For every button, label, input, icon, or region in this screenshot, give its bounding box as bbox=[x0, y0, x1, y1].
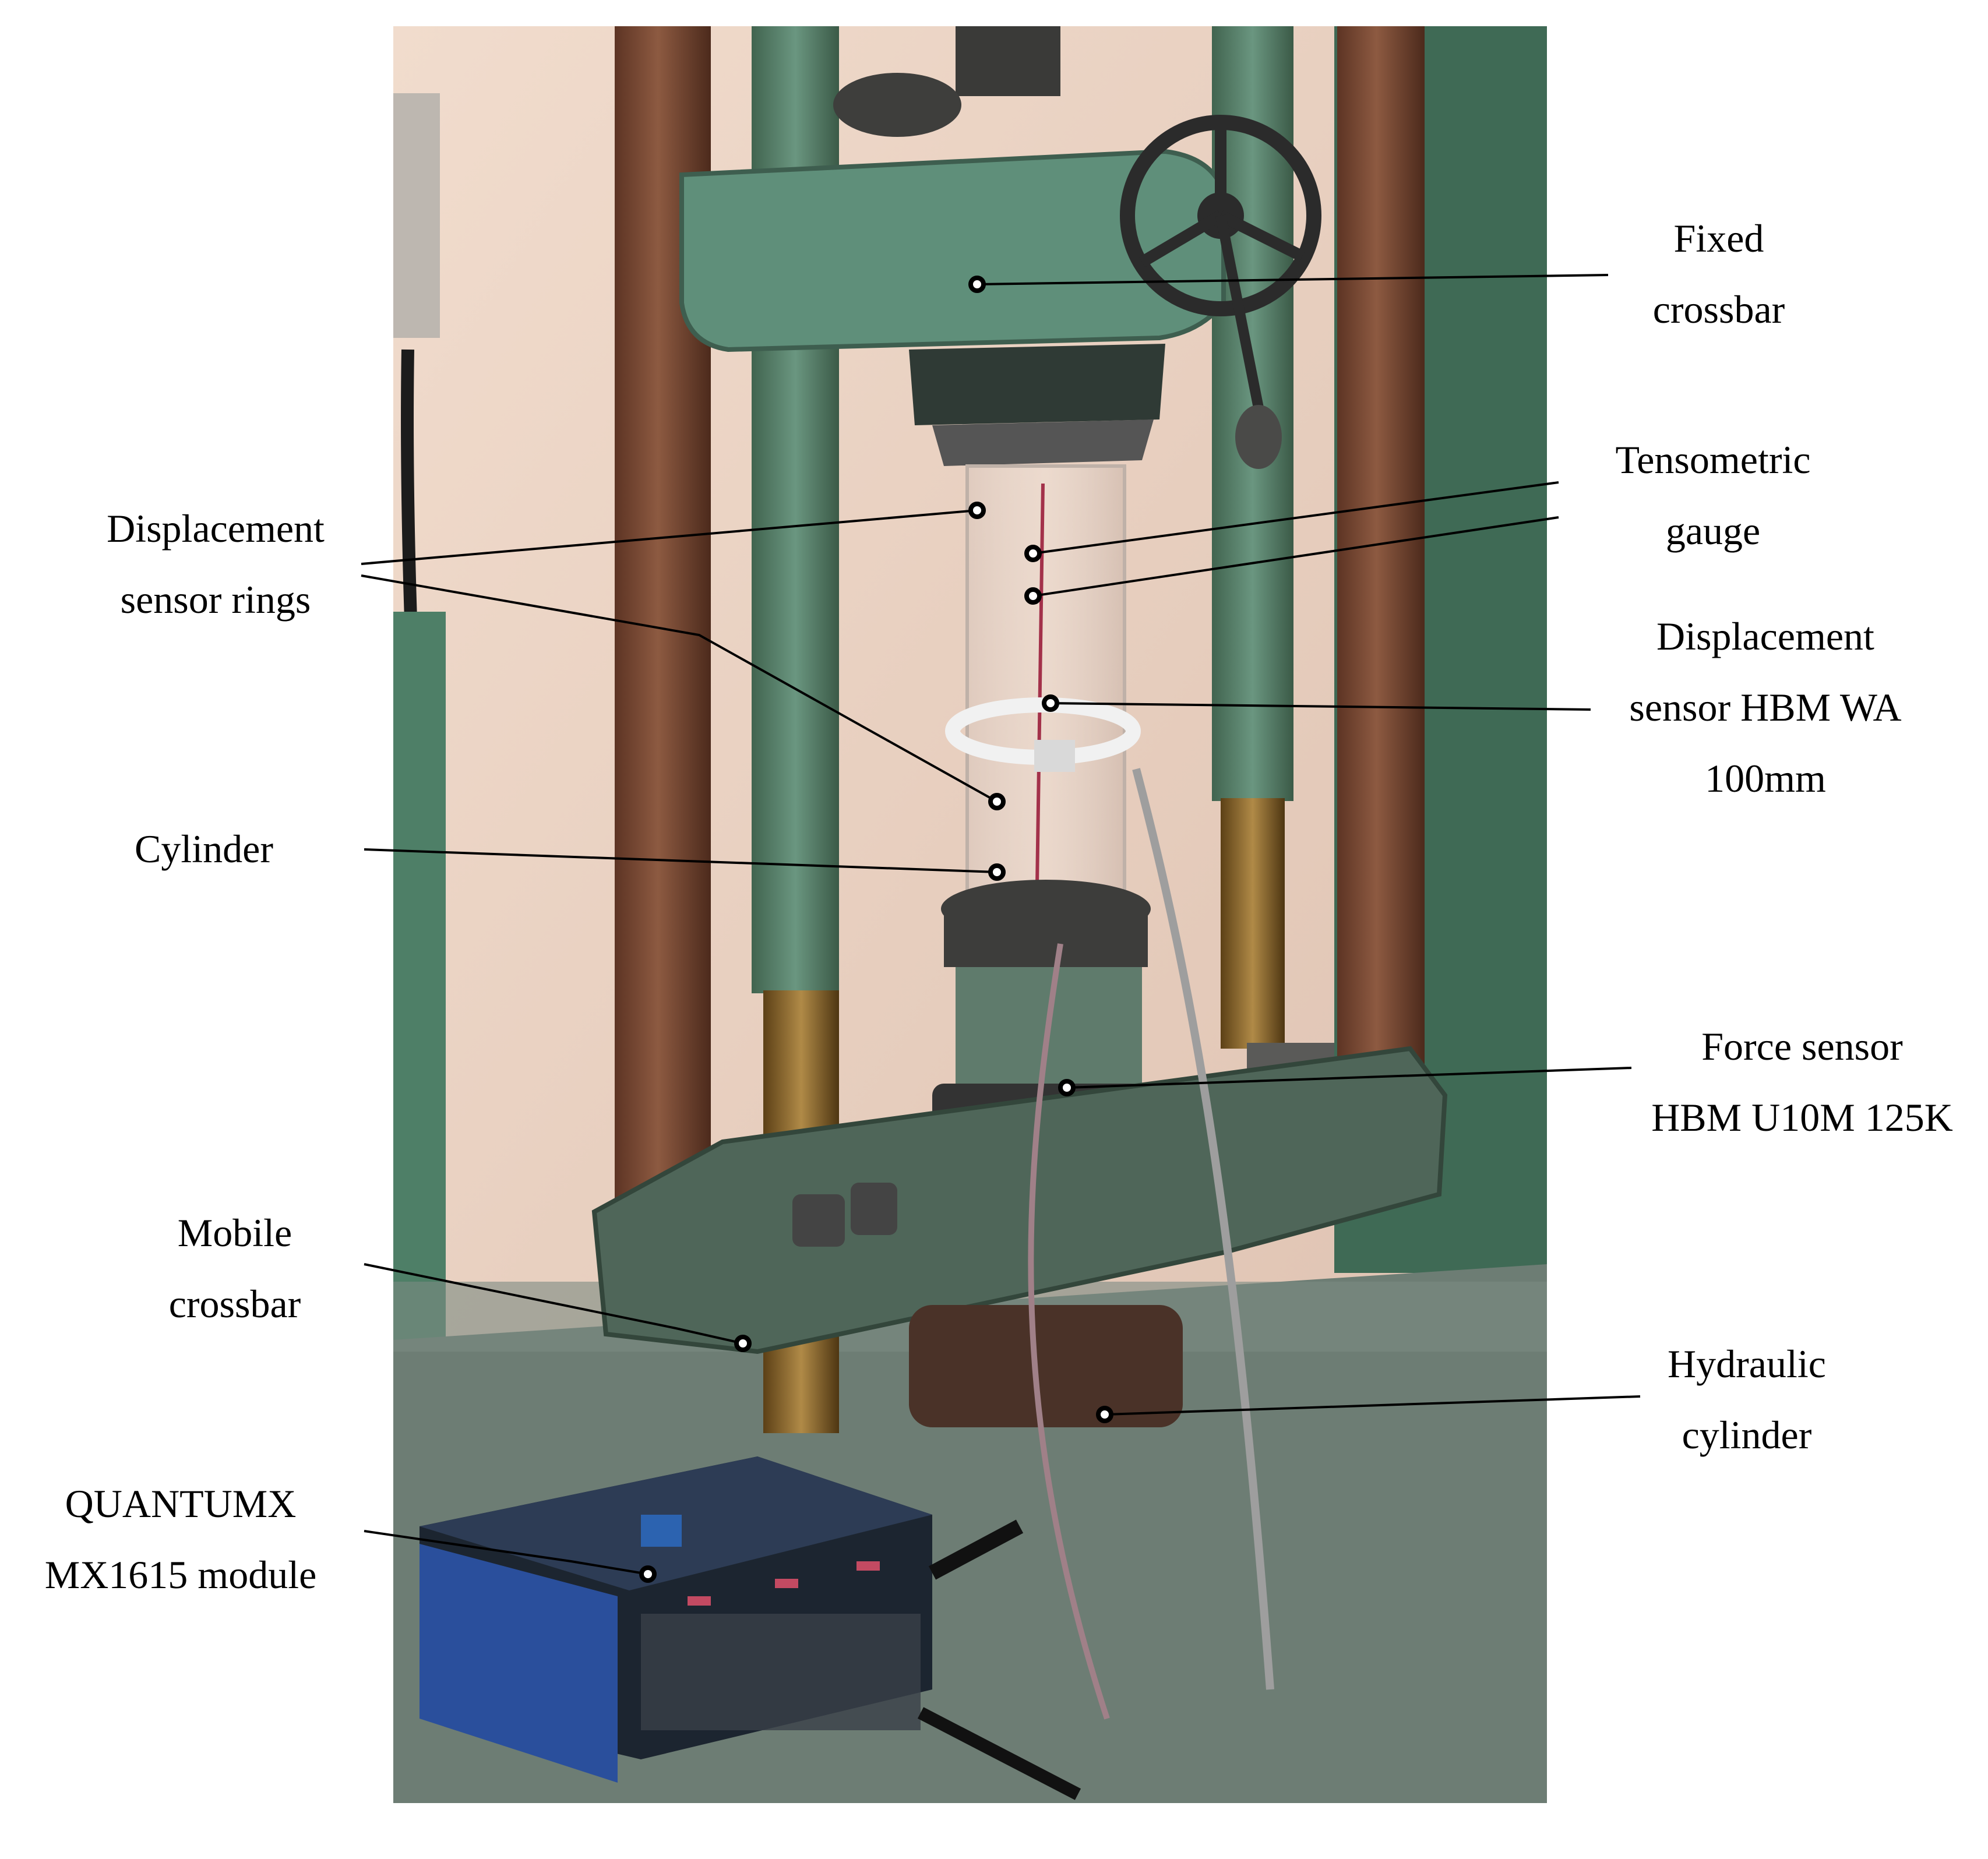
platen-body bbox=[944, 909, 1148, 967]
dot-gauge-1 bbox=[1024, 545, 1042, 562]
crossbar-block-2 bbox=[851, 1183, 897, 1235]
mobile-crossbar-shape bbox=[591, 1046, 1448, 1354]
label-fixed-crossbar: Fixed crossbar bbox=[1653, 203, 1785, 345]
label-line: cylinder bbox=[1682, 1413, 1812, 1457]
gauge-wire bbox=[1035, 483, 1045, 886]
label-displacement-rings: Displacement sensor rings bbox=[107, 493, 325, 635]
label-line: HBM U10M 125K bbox=[1651, 1095, 1953, 1140]
wall-fixture bbox=[393, 93, 440, 338]
label-mobile-crossbar: Mobile crossbar bbox=[169, 1197, 301, 1339]
label-line: Mobile bbox=[177, 1211, 292, 1255]
label-line: gauge bbox=[1665, 509, 1761, 553]
dot-displacement-sensor bbox=[1042, 694, 1059, 712]
dot-hydraulic-cylinder bbox=[1096, 1406, 1113, 1423]
label-line: Cylinder bbox=[135, 827, 273, 871]
label-line: crossbar bbox=[1652, 287, 1785, 331]
label-line: crossbar bbox=[168, 1282, 301, 1326]
label-line: Force sensor bbox=[1701, 1024, 1903, 1068]
dot-quantumx bbox=[639, 1565, 657, 1583]
dot-fixed-crossbar bbox=[968, 276, 986, 293]
top-nut bbox=[833, 73, 961, 137]
label-line: Hydraulic bbox=[1668, 1342, 1826, 1386]
label-line: 100mm bbox=[1705, 756, 1826, 800]
leader-lines bbox=[361, 274, 1641, 1575]
rust-column-right bbox=[1337, 26, 1425, 1156]
handwheel-spokes bbox=[1138, 128, 1305, 267]
label-line: QUANTUMX bbox=[65, 1481, 297, 1526]
callout-dots bbox=[639, 276, 1113, 1583]
handwheel-knob bbox=[1235, 405, 1282, 469]
label-line: Displacement bbox=[1656, 614, 1874, 658]
label-displacement-sensor: Displacement sensor HBM WA 100mm bbox=[1629, 601, 1901, 814]
handwheel-rim bbox=[1120, 115, 1321, 316]
module-leds bbox=[688, 1561, 880, 1606]
green-cabinet-left bbox=[393, 612, 446, 1369]
crossbar-collar bbox=[909, 344, 1165, 425]
module-connectors bbox=[641, 1614, 921, 1730]
grey-cable bbox=[1132, 768, 1274, 1690]
handwheel-handle bbox=[1215, 214, 1264, 409]
label-line: sensor HBM WA bbox=[1629, 685, 1902, 729]
dot-gauge-2 bbox=[1024, 587, 1042, 605]
antenna bbox=[928, 1519, 1024, 1580]
top-screw bbox=[956, 26, 1060, 96]
label-line: MX1615 module bbox=[44, 1553, 317, 1597]
usb-cable bbox=[917, 1707, 1081, 1800]
label-cylinder: Cylinder bbox=[135, 813, 273, 884]
label-hydraulic-cylinder: Hydraulic cylinder bbox=[1668, 1328, 1826, 1470]
label-line: Displacement bbox=[107, 506, 325, 551]
quantumx-logo bbox=[641, 1515, 682, 1547]
label-force-sensor: Force sensor HBM U10M 125K bbox=[1651, 1011, 1953, 1153]
hydraulic-cylinder-body bbox=[909, 1305, 1183, 1427]
brass-column-right bbox=[1221, 798, 1285, 1049]
quantumx-side bbox=[420, 1544, 618, 1783]
label-tensometric-gauge: Tensometric gauge bbox=[1615, 424, 1810, 566]
acrylic-cylinder bbox=[965, 464, 1126, 899]
crossbar-block-1 bbox=[792, 1194, 845, 1247]
dot-mobile-crossbar bbox=[734, 1335, 752, 1352]
upper-platen bbox=[932, 419, 1154, 466]
dot-ring-top bbox=[968, 502, 986, 519]
fixed-crossbar-shape bbox=[679, 149, 1226, 352]
label-line: sensor rings bbox=[120, 577, 311, 622]
sensor-clamp bbox=[1034, 740, 1075, 772]
dot-ring-bottom bbox=[988, 793, 1006, 810]
label-line: Fixed bbox=[1673, 216, 1764, 260]
label-line: Tensometric bbox=[1615, 438, 1811, 482]
dot-force-sensor bbox=[1058, 1079, 1076, 1096]
dot-cylinder bbox=[988, 863, 1006, 881]
label-quantumx-module: QUANTUMX MX1615 module bbox=[45, 1468, 317, 1610]
pink-cable bbox=[1028, 943, 1110, 1720]
